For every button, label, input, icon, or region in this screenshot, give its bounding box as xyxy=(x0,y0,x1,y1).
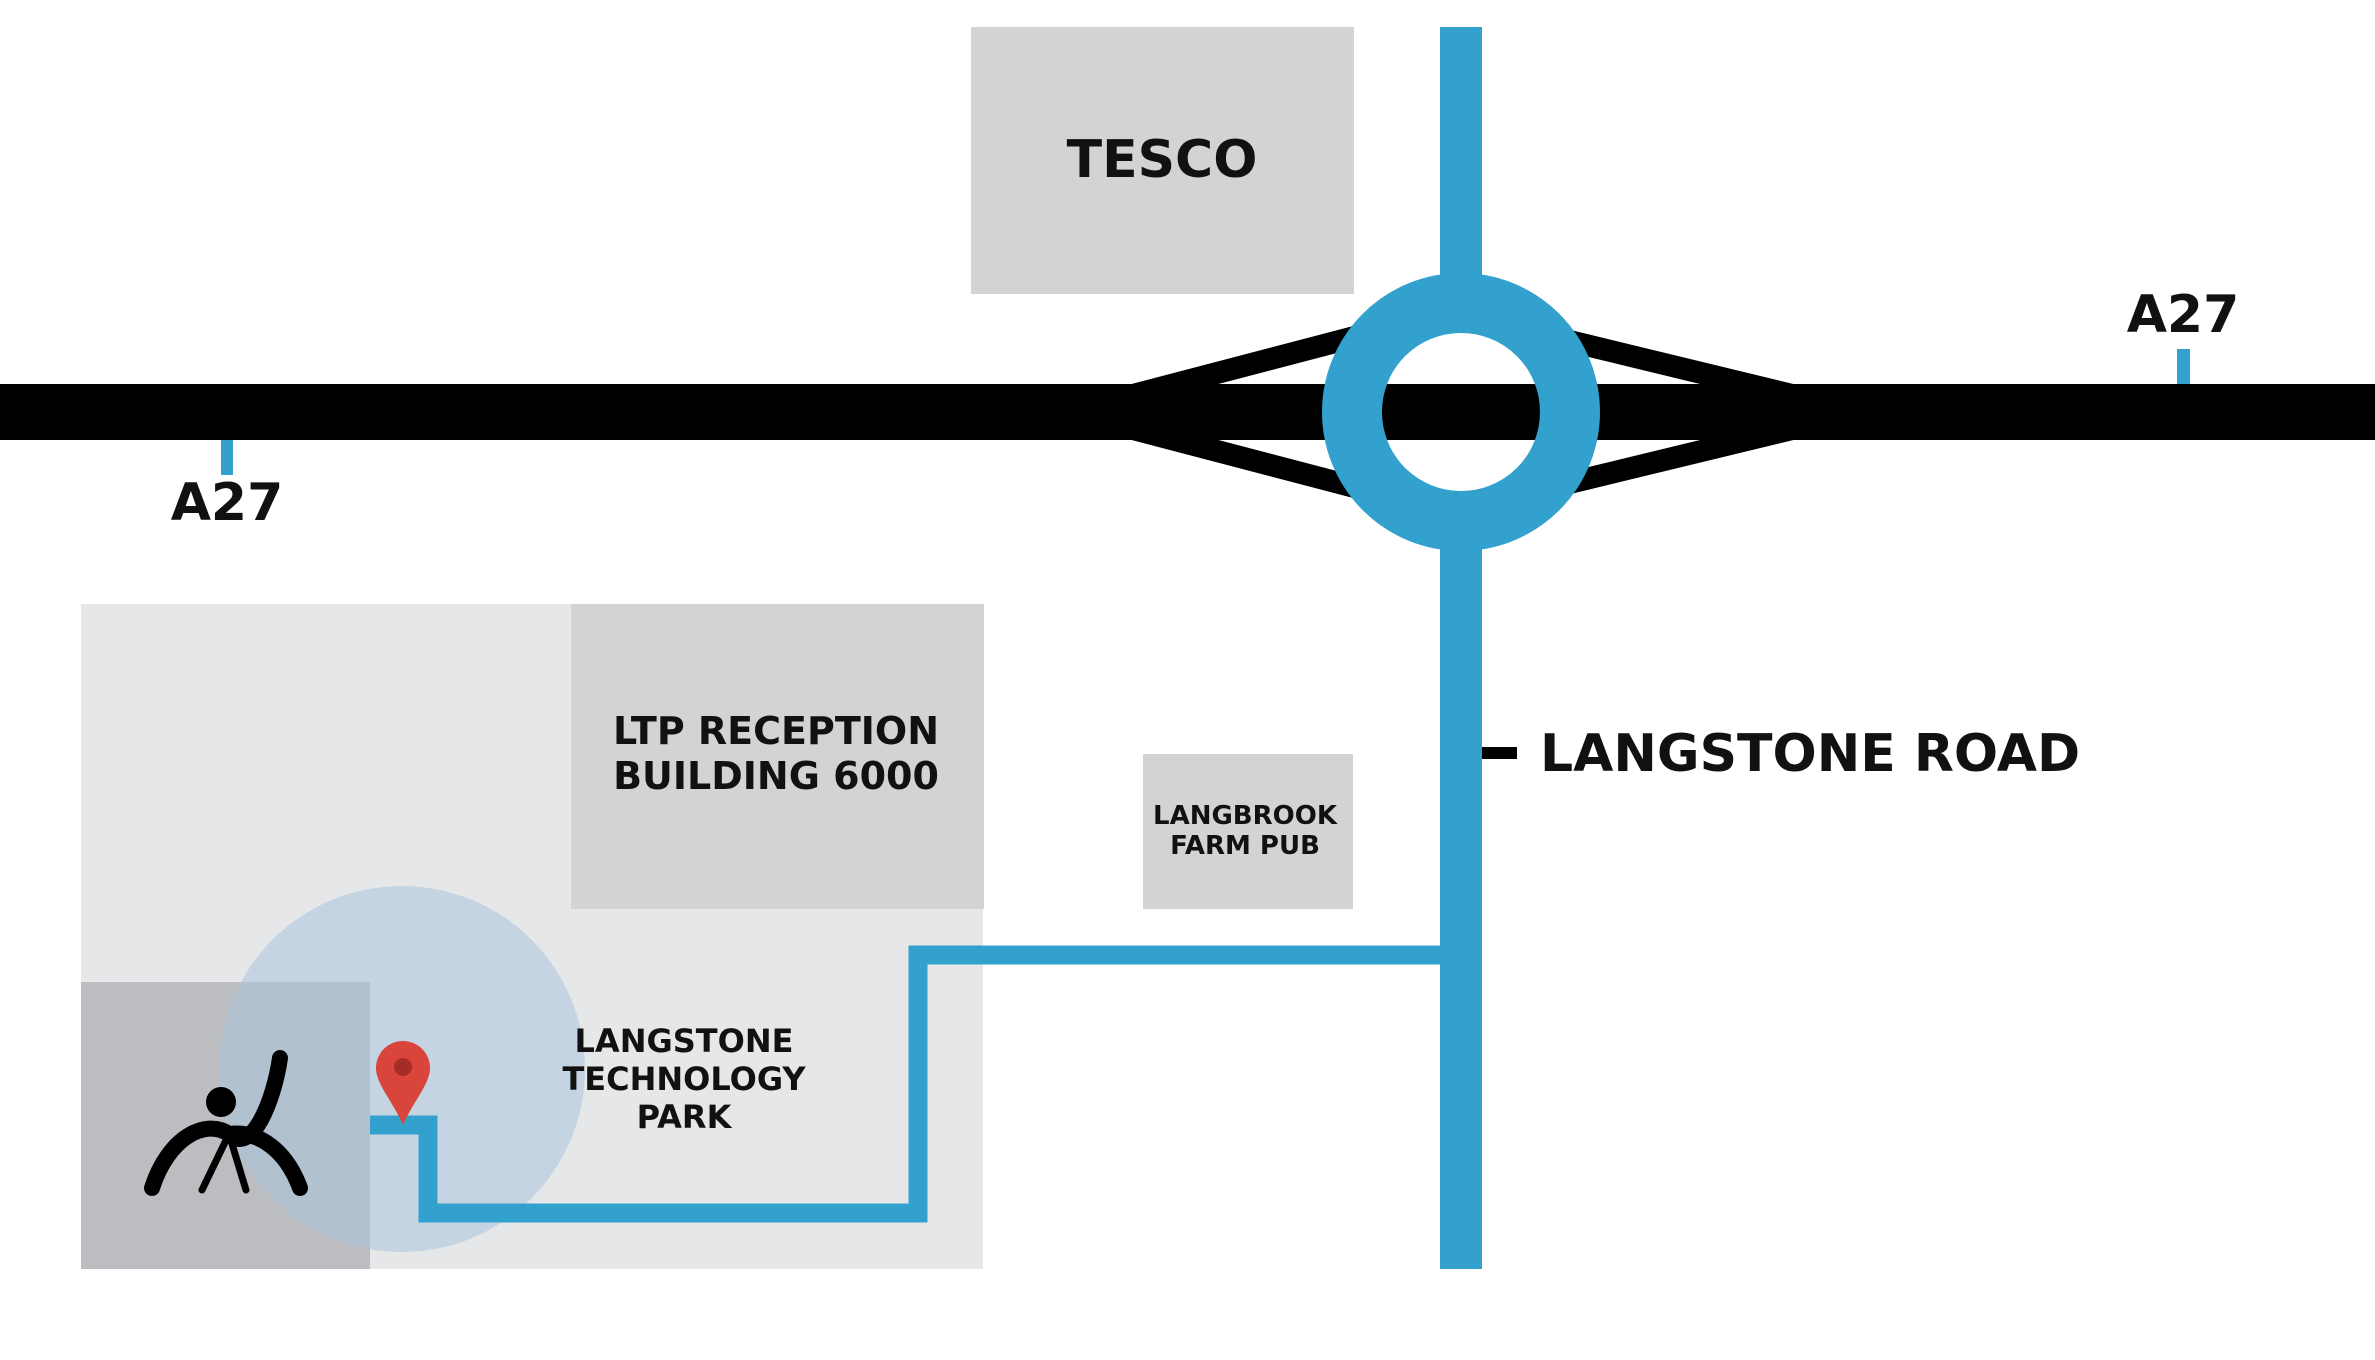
tech-park-label-line3: PARK xyxy=(637,1098,733,1136)
langstone-road-north xyxy=(1440,27,1482,282)
a27-left-label: A27 xyxy=(171,473,284,533)
ltp-reception-label-line2: BUILDING 6000 xyxy=(613,754,939,798)
a27-right-label: A27 xyxy=(2127,285,2240,345)
route-to-venue xyxy=(370,945,1461,1223)
langstone-road-south xyxy=(1440,540,1482,1269)
ltp-reception-building xyxy=(571,604,984,909)
langstone-road-label: LANGSTONE ROAD xyxy=(1540,724,2080,784)
stretching-figure-logo xyxy=(144,1050,308,1196)
langbrook-pub-label-line2: FARM PUB xyxy=(1170,831,1320,861)
roundabout xyxy=(1322,273,1600,551)
langstone-road-tick xyxy=(1482,747,1517,759)
tech-park-label-line1: LANGSTONE xyxy=(575,1022,794,1060)
tech-park-label-line2: TECHNOLOGY xyxy=(562,1060,806,1098)
a27-right-tick xyxy=(2177,349,2190,384)
a27-left-tick xyxy=(221,440,233,475)
langbrook-pub-label-line1: LANGBROOK xyxy=(1153,801,1338,831)
ltp-reception-label-line1: LTP RECEPTION xyxy=(613,709,939,753)
langbrook-farm-pub-building xyxy=(1143,754,1353,909)
map-pin-icon xyxy=(376,1041,430,1125)
tesco-label: TESCO xyxy=(1067,130,1258,190)
tesco-building xyxy=(971,27,1354,294)
a27-road xyxy=(0,384,2375,440)
